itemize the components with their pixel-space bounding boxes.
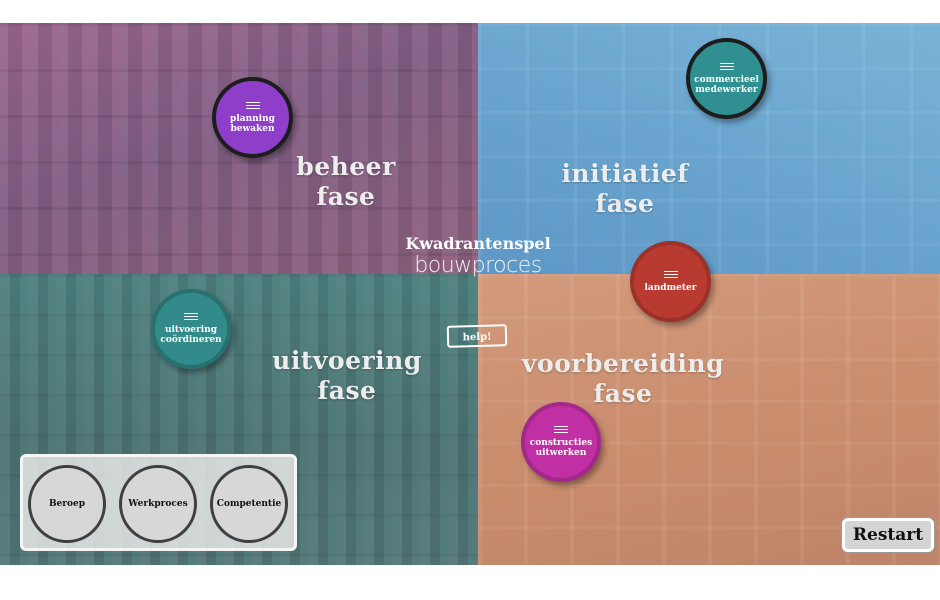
role-label-line2: medewerker [695, 84, 758, 95]
phase-label-voorbereiding: voorbereiding fase [518, 349, 728, 409]
role-label-line1: landmeter [644, 282, 697, 293]
phase-name: uitvoering [272, 346, 422, 375]
role-label-line2: bewaken [230, 123, 275, 134]
role-token-commercieel-medewerker[interactable]: commercieel medewerker [686, 38, 767, 119]
phase-suffix: fase [593, 379, 653, 408]
role-token-planning-bewaken[interactable]: planning bewaken [212, 77, 293, 158]
restart-button[interactable]: Restart [842, 518, 934, 552]
drop-slot-werkproces[interactable]: Werkproces [119, 465, 197, 543]
phase-suffix: fase [595, 189, 655, 218]
game-title: Kwadrantenspel bouwproces [398, 234, 558, 278]
phase-suffix: fase [317, 376, 377, 405]
drop-slot-competentie[interactable]: Competentie [210, 465, 288, 543]
hamburger-menu-icon [719, 62, 734, 71]
phase-label-initiatief: initiatief fase [555, 159, 695, 219]
role-token-landmeter[interactable]: landmeter [630, 241, 711, 322]
hamburger-menu-icon [663, 270, 678, 279]
phase-name: beheer [296, 152, 396, 181]
role-label-line2: coördineren [160, 335, 222, 345]
role-label-line1: uitvoering [164, 325, 218, 335]
role-label-line2: uitwerken [535, 448, 587, 458]
phase-label-uitvoering: uitvoering fase [266, 346, 428, 406]
drop-slot-beroep[interactable]: Beroep [28, 465, 106, 543]
phase-suffix: fase [316, 182, 376, 211]
role-label-line1: constructies [529, 438, 593, 448]
phase-name: initiatief [561, 159, 689, 188]
phase-name: voorbereiding [521, 349, 725, 378]
phase-label-beheer: beheer fase [296, 152, 396, 212]
role-label-line1: commercieel [694, 74, 759, 85]
role-token-constructies-uitwerken[interactable]: constructies uitwerken [521, 402, 601, 482]
role-token-uitvoering-coordineren[interactable]: uitvoering coördineren [151, 289, 231, 369]
game-title-sub: bouwproces [414, 253, 542, 278]
game-title-main: Kwadrantenspel [405, 234, 551, 253]
answer-tray: Beroep Werkproces Competentie [20, 454, 297, 551]
hamburger-menu-icon [245, 101, 260, 110]
hamburger-menu-icon [184, 313, 198, 321]
role-label-line1: planning [230, 113, 275, 124]
hamburger-menu-icon [554, 426, 568, 434]
help-button[interactable]: help! [446, 324, 508, 348]
